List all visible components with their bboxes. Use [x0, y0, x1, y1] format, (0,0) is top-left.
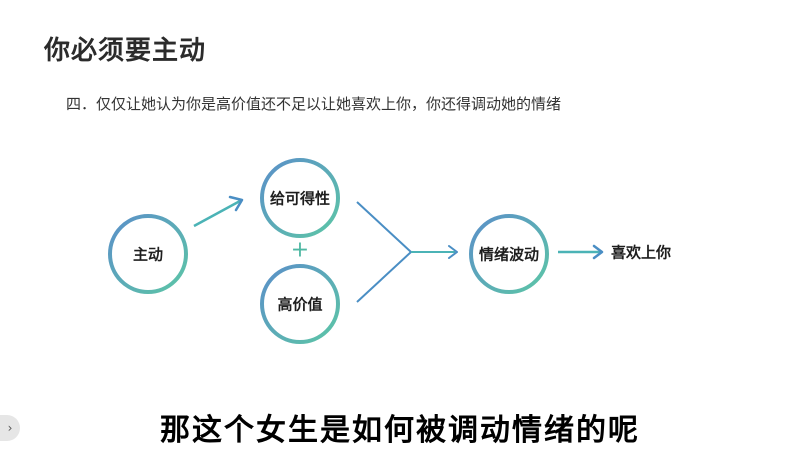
node-high-value-label: 高价值: [277, 295, 323, 314]
node-active-ring: [108, 214, 188, 294]
node-emotion-ring: [469, 214, 549, 294]
result-label: 喜欢上你: [611, 243, 672, 262]
plus-sign: +: [290, 237, 310, 263]
slide-title: 你必须要主动: [44, 36, 207, 66]
arrow-emotion-to-result: [558, 244, 604, 260]
node-availability-label: 给可得性: [269, 189, 331, 208]
node-active-label: 主动: [132, 245, 164, 264]
slide-subtitle: 四．仅仅让她认为你是高价值还不足以让她喜欢上你，你还得调动她的情绪: [66, 95, 562, 113]
arrow-active-to-availability: [193, 195, 244, 228]
video-caption: 那这个女生是如何被调动情绪的呢: [160, 413, 640, 448]
side-panel-handle[interactable]: ›: [0, 415, 20, 441]
node-high-value-ring: [260, 264, 340, 344]
chevron-right-icon: ›: [7, 421, 13, 435]
node-emotion-label: 情绪波动: [478, 245, 540, 264]
node-availability-ring: [260, 158, 340, 238]
merge-connector: [356, 201, 458, 303]
